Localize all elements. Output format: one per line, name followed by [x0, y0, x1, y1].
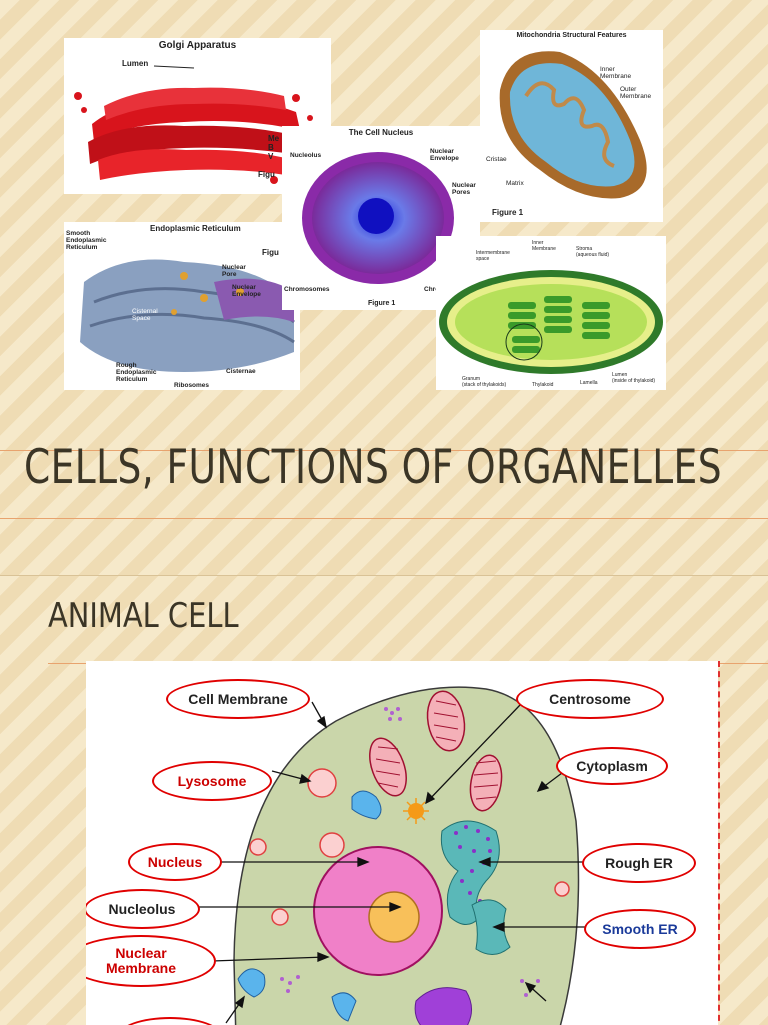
nucleus-nucleolus-label: Nucleolus	[290, 152, 322, 159]
er-rough-label: Rough Endoplasmic Reticulum	[116, 362, 157, 383]
mito-title: Mitochondria Structural Features	[516, 32, 627, 39]
er-illustration	[80, 259, 295, 372]
mito-outer-label: Outer Membrane	[620, 86, 652, 100]
label-smooth-er: Smooth ER	[584, 909, 696, 949]
slide-animal-cell: ANIMAL CELL	[0, 575, 768, 1025]
golgi-title: Golgi Apparatus	[158, 40, 237, 51]
animal-cell-diagram: Cell Membrane Centrosome Lysosome Cytopl…	[86, 661, 718, 1025]
golgi-figure-label: Figu	[258, 170, 275, 179]
er-envelope-label: Nuclear Envelope	[232, 284, 261, 298]
animal-cell-illustration	[198, 686, 588, 1025]
er-title: Endoplasmic Reticulum	[150, 224, 241, 233]
mito-matrix-label: Matrix	[506, 180, 524, 187]
er-ribosomes-label: Ribosomes	[174, 382, 210, 389]
label-cytoplasm: Cytoplasm	[556, 747, 668, 785]
label-lysosome: Lysosome	[152, 761, 272, 801]
er-cisternal-label: Cisternal Space	[132, 308, 158, 322]
animal-cell-title: ANIMAL CELL	[48, 596, 239, 636]
golgi-lumen-label: Lumen	[122, 59, 149, 68]
chloro-stroma-label: Stroma (aqueous fluid)	[576, 246, 610, 258]
cell-nucleus-image: The Cell Nucleus Nucleolus Nuclear Envel…	[282, 126, 480, 310]
golgi-illustration	[74, 65, 313, 191]
title-divider-bottom	[0, 518, 768, 519]
slide-title: Golgi Apparatus Lumen Me B V Figu Mitoch…	[0, 0, 768, 575]
er-smooth-label: Smooth Endoplasmic Reticulum	[66, 230, 107, 251]
slide-main-title: CELLS, FUNCTIONS OF ORGANELLES	[24, 440, 722, 495]
label-nucleus: Nucleus	[128, 843, 222, 881]
chloro-lumen-label: Lumen (inside of thylakoid)	[612, 372, 656, 384]
chloroplast-illustration	[439, 270, 663, 374]
mitochondria-illustration	[499, 51, 647, 199]
nucleus-chromosomes-label: Chromosomes	[284, 286, 330, 293]
golgi-apparatus-image: Golgi Apparatus Lumen Me B V Figu	[64, 38, 331, 194]
er-cisternae-label: Cisternae	[226, 368, 256, 375]
nucleus-pores-label: Nuclear Pores	[452, 182, 476, 196]
chloro-thylakoid-label: Thylakoid	[532, 382, 554, 388]
label-centrosome: Centrosome	[516, 679, 664, 719]
mito-inner-label: Inner Membrane	[600, 66, 632, 80]
nucleus-figure-label: Figure 1	[368, 300, 396, 307]
mitochondria-image: Mitochondria Structural Features Inner M…	[480, 30, 663, 222]
chloro-intermembrane-label: Intermembrane space	[476, 250, 510, 262]
nucleus-title: The Cell Nucleus	[348, 128, 414, 137]
mito-figure-label: Figure 1	[492, 208, 524, 217]
nucleus-envelope-label: Nuclear Envelope	[430, 148, 459, 162]
chloro-lamella-label: Lamella	[580, 380, 598, 386]
mito-cristae-label: Cristae	[486, 156, 507, 163]
golgi-cut-label: Me B V	[268, 134, 280, 161]
er-figure-label: Figu	[262, 248, 279, 257]
label-rough-er: Rough ER	[582, 843, 696, 883]
label-cell-membrane: Cell Membrane	[166, 679, 310, 719]
nucleus-illustration	[302, 152, 454, 284]
chloro-granum-label: Granum (stack of thylakoids)	[462, 376, 507, 388]
er-pore-label: Nuclear Pore	[222, 264, 246, 278]
label-nucleolus: Nucleolus	[86, 889, 200, 929]
endoplasmic-reticulum-image: Endoplasmic Reticulum Smooth Endoplasmic…	[64, 222, 300, 390]
diagram-dashed-border	[718, 661, 720, 1025]
chloroplast-image: Intermembrane space Inner Membrane Strom…	[436, 236, 666, 390]
label-nuclear-membrane: Nuclear Membrane	[86, 935, 216, 987]
chloro-inner-label: Inner Membrane	[532, 240, 556, 252]
title-divider-top	[0, 450, 768, 451]
